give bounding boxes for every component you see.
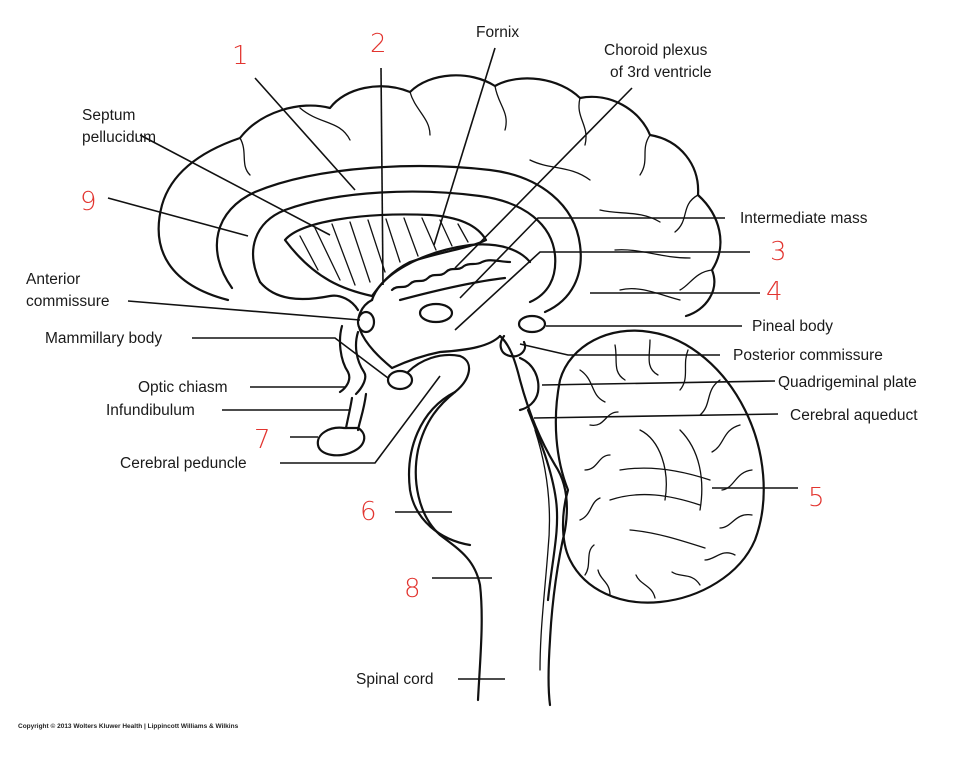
posterior-commissure-shape: [499, 334, 527, 358]
number-2: 2: [370, 29, 387, 59]
label-spinal-cord: Spinal cord: [356, 671, 434, 688]
label-anterior-commissure-1: Anterior: [26, 271, 80, 288]
arbor-vitae: [609, 467, 711, 549]
label-mammillary-body: Mammillary body: [45, 330, 162, 347]
pineal-body-shape: [517, 314, 547, 334]
genu: [258, 280, 360, 312]
label-anterior-commissure-2: commissure: [26, 293, 110, 310]
label-cerebral-aqueduct: Cerebral aqueduct: [790, 407, 918, 424]
number-1: 1: [232, 41, 249, 71]
label-optic-chiasm: Optic chiasm: [138, 379, 228, 396]
number-7: 7: [254, 425, 271, 455]
septum-hatching: [299, 217, 469, 286]
leader-lines: [107, 47, 798, 680]
cerebrum-outline: [157, 74, 722, 318]
label-quadrigeminal-plate: Quadrigeminal plate: [778, 374, 917, 391]
label-cerebral-peduncle: Cerebral peduncle: [120, 455, 247, 472]
number-3: 3: [770, 237, 787, 267]
medulla-line: [534, 429, 551, 671]
brainstem-anterior: [406, 353, 483, 702]
number-8: 8: [404, 574, 421, 604]
corpus-callosum-outer: [215, 165, 582, 314]
choroid-plexus-lower: [398, 276, 507, 302]
cerebellum-folia: [579, 339, 753, 599]
label-septum-1: Septum: [82, 107, 135, 124]
printed-labels: Fornix Choroid plexus of 3rd ventricle S…: [26, 24, 918, 688]
label-choroid-plexus-2: of 3rd ventricle: [610, 64, 712, 81]
quadrigeminal-plate-shape: [518, 356, 540, 412]
number-9: 9: [80, 187, 97, 217]
fornix-band: [370, 243, 532, 302]
pituitary-shape: [316, 426, 366, 457]
infundibulum-shape: [344, 392, 368, 432]
corpus-callosum-inner: [252, 190, 557, 304]
number-4: 4: [766, 277, 783, 307]
number-5: 5: [808, 483, 825, 513]
handwritten-numbers: 1 2 9 3 4 7 5 6 8: [80, 29, 825, 604]
label-infundibulum: Infundibulum: [106, 402, 195, 419]
anterior-commissure-shape: [356, 310, 376, 334]
label-septum-2: pellucidum: [82, 129, 156, 146]
septum-region: [283, 213, 488, 298]
brain-drawing: [157, 74, 765, 707]
intermediate-mass-shape: [418, 302, 454, 324]
sulcus-lines: [239, 85, 713, 301]
copyright-notice: Copyright © 2013 Wolters Kluwer Health |…: [18, 722, 239, 730]
choroid-plexus: [390, 259, 512, 292]
label-posterior-commissure: Posterior commissure: [733, 347, 883, 364]
fourth-ventricle: [526, 408, 559, 602]
label-fornix: Fornix: [476, 24, 519, 41]
pons-bulge: [408, 390, 472, 547]
number-6: 6: [360, 497, 377, 527]
label-choroid-plexus-1: Choroid plexus: [604, 42, 708, 59]
label-intermediate-mass: Intermediate mass: [740, 210, 868, 227]
cerebellum-outline: [554, 329, 765, 604]
mammillary-body-shape: [386, 369, 414, 391]
optic-chiasm-shape: [338, 324, 367, 396]
label-pineal-body: Pineal body: [752, 318, 833, 335]
